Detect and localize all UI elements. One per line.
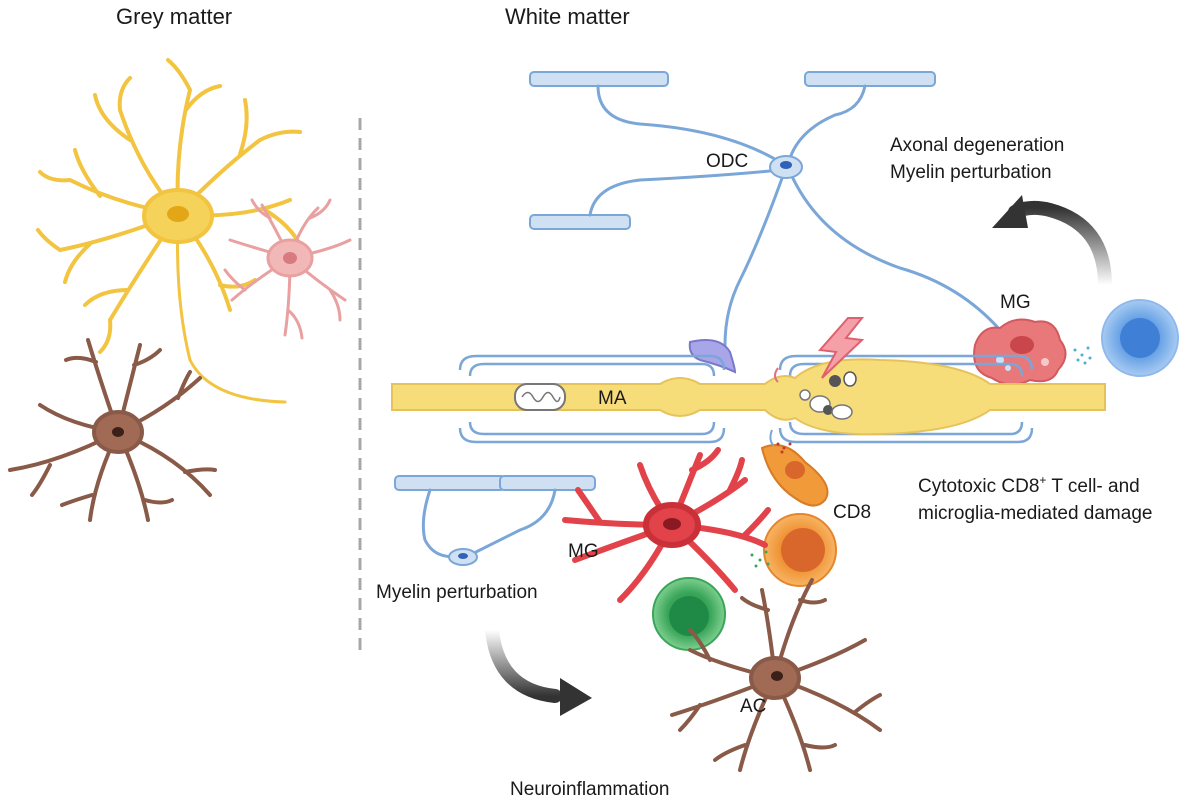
ma-label: MA: [598, 388, 627, 409]
grey-matter-astrocyte-icon: [8, 338, 217, 522]
mg-top-label: MG: [1000, 292, 1031, 313]
curved-arrow-bottom-icon: [485, 623, 592, 716]
blue-t-cell-icon: [1101, 299, 1179, 377]
cd8-label: CD8: [833, 502, 871, 523]
yellow-neuron-icon: [36, 58, 302, 404]
astrocyte-ac-icon: [670, 578, 882, 772]
pink-glia-icon: [223, 198, 352, 340]
myelinated-axon-icon: [391, 354, 1106, 444]
myelin-perturbation-top-label: Myelin perturbation: [890, 162, 1052, 183]
neuroinflammation-label: Neuroinflammation: [510, 779, 669, 800]
orange-cd8-t-cell-icon: [763, 513, 837, 587]
mg-bottom-label: MG: [568, 541, 599, 562]
lightning-bolt-icon: [818, 317, 865, 379]
ac-label: AC: [740, 696, 766, 717]
microglia-top-icon: [973, 318, 1092, 386]
axonal-degeneration-label: Axonal degeneration: [890, 135, 1064, 156]
white-matter-heading: White matter: [505, 4, 630, 29]
grey-matter-heading: Grey matter: [116, 4, 232, 29]
myelin-perturbation-bottom-label: Myelin perturbation: [376, 582, 538, 603]
cytotoxic-damage-line2: microglia-mediated damage: [918, 503, 1152, 524]
cd8-attached-t-cell-icon: [760, 367, 829, 507]
microglia-bottom-icon: [562, 447, 771, 603]
odc-label: ODC: [706, 151, 748, 172]
bottom-oligodendrocyte-icon: [394, 475, 596, 566]
odc-oligodendrocyte-icon: [529, 71, 1002, 374]
cytotoxic-damage-line1: Cytotoxic CD8+ T cell- and: [918, 473, 1140, 497]
curved-arrow-top-icon: [992, 195, 1112, 292]
green-t-cell-icon: [652, 577, 726, 651]
